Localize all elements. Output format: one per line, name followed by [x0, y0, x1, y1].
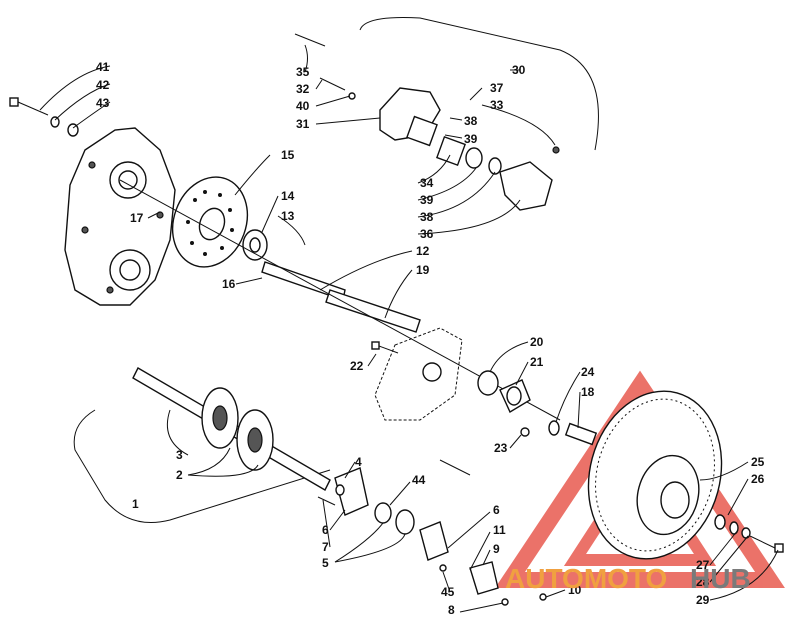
label-11: 11 [493, 523, 506, 537]
label-15: 15 [281, 148, 295, 162]
label-17: 17 [130, 211, 144, 225]
end-bearing-cap-icon [439, 561, 547, 606]
label-1: 1 [132, 497, 139, 511]
label-39-upper: 39 [464, 132, 478, 146]
label-25: 25 [751, 455, 765, 469]
label-20: 20 [530, 335, 544, 349]
label-12: 12 [416, 244, 430, 258]
label-26: 26 [751, 472, 765, 486]
watermark-hub: HUB [690, 563, 751, 594]
label-8: 8 [448, 603, 455, 617]
label-41: 41 [96, 60, 110, 74]
label-32: 32 [296, 82, 310, 96]
label-10: 10 [568, 583, 582, 597]
label-6-right: 6 [493, 503, 500, 517]
bolt-22-icon [371, 341, 399, 354]
washer-stack-icon [714, 514, 784, 553]
label-40: 40 [296, 99, 310, 113]
bracket-1 [73, 409, 331, 523]
label-35: 35 [296, 65, 310, 79]
label-34: 34 [420, 176, 434, 190]
caliper-assembly-icon [294, 33, 560, 211]
label-42: 42 [96, 78, 110, 92]
label-36: 36 [420, 227, 434, 241]
bracket-44 [439, 459, 471, 476]
sprocket-left [201, 387, 239, 449]
label-28: 28 [696, 575, 710, 589]
label-24: 24 [581, 365, 595, 379]
watermark-automoto: AUTOMOTO [505, 563, 667, 594]
label-29: 29 [696, 593, 710, 607]
label-30: 30 [512, 63, 526, 77]
label-16: 16 [222, 277, 236, 291]
sprocket-right [236, 409, 274, 471]
brake-disc-icon [171, 176, 249, 268]
brake-shaft-icon [119, 179, 561, 421]
label-39-lower: 39 [420, 193, 434, 207]
spacer-washer-icon [548, 420, 598, 446]
label-5: 5 [322, 556, 329, 570]
label-19: 19 [416, 263, 430, 277]
label-31: 31 [296, 117, 310, 131]
label-37: 37 [490, 81, 504, 95]
label-4: 4 [355, 455, 362, 469]
hub-icon [242, 229, 268, 261]
bolt-41-icon [9, 97, 79, 137]
chaincase-plate-icon [374, 327, 463, 421]
label-7: 7 [322, 540, 329, 554]
label-43: 43 [96, 96, 110, 110]
driven-sprocket-icon [587, 390, 723, 560]
drive-shaft-icon [132, 367, 331, 491]
label-3: 3 [176, 448, 183, 462]
label-27: 27 [696, 558, 710, 572]
label-38-upper: 38 [464, 114, 478, 128]
label-9: 9 [493, 542, 500, 556]
label-18: 18 [581, 385, 595, 399]
label-14: 14 [281, 189, 295, 203]
bracket-30 [359, 17, 599, 151]
bearing-stack-icon [317, 467, 449, 561]
leader-lines [39, 44, 779, 613]
watermark-text: AUTOMOTO HUB [505, 563, 751, 594]
label-45: 45 [441, 585, 455, 599]
label-23: 23 [494, 441, 508, 455]
label-13: 13 [281, 209, 295, 223]
label-33: 33 [490, 98, 504, 112]
bearing-flange-icon [477, 370, 531, 437]
label-44: 44 [412, 473, 426, 487]
label-21: 21 [530, 355, 544, 369]
label-2: 2 [176, 468, 183, 482]
gear-case-icon [64, 127, 176, 306]
label-6-left: 6 [322, 523, 329, 537]
label-38-lower: 38 [420, 210, 434, 224]
part-labels: 41 42 43 35 32 40 31 30 37 33 38 39 34 3… [96, 60, 765, 617]
label-22: 22 [350, 359, 364, 373]
